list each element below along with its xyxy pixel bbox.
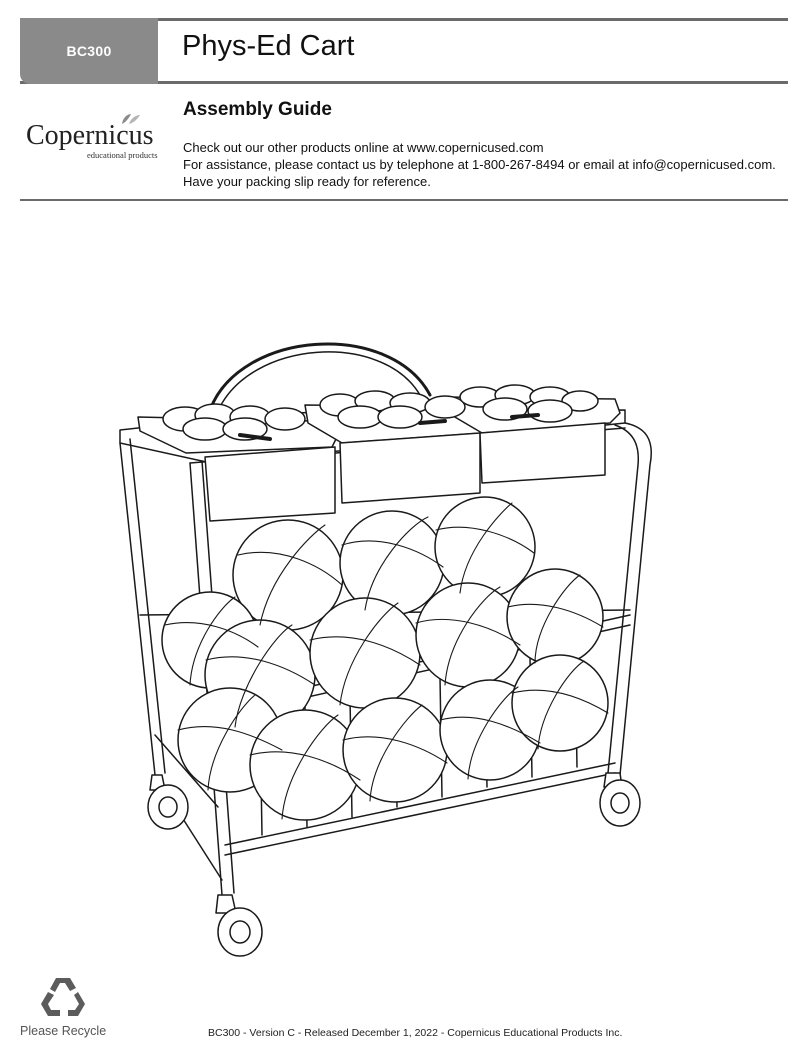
version-footer: BC300 - Version C - Released December 1,… bbox=[208, 1027, 623, 1039]
company-logo: Copernicus educational products bbox=[24, 112, 158, 168]
product-code-badge: BC300 bbox=[20, 18, 158, 84]
logo-brand: Copernicus bbox=[26, 120, 154, 151]
logo-tagline: educational products bbox=[87, 150, 158, 160]
cart-illustration bbox=[119, 342, 652, 957]
info-line-website: Check out our other products online at w… bbox=[183, 140, 544, 155]
section-divider bbox=[20, 199, 788, 201]
assembly-guide-heading: Assembly Guide bbox=[183, 99, 332, 120]
leaf-icon bbox=[122, 114, 140, 124]
product-title: Phys-Ed Cart bbox=[182, 30, 355, 62]
header-bottom-rule bbox=[20, 81, 788, 84]
recycle-icon bbox=[41, 978, 85, 1016]
header-top-rule bbox=[20, 18, 788, 21]
product-code: BC300 bbox=[66, 43, 112, 59]
info-line-packing-slip: Have your packing slip ready for referen… bbox=[183, 174, 431, 189]
info-line-contact: For assistance, please contact us by tel… bbox=[183, 157, 776, 172]
recycle-label: Please Recycle bbox=[20, 1024, 107, 1038]
